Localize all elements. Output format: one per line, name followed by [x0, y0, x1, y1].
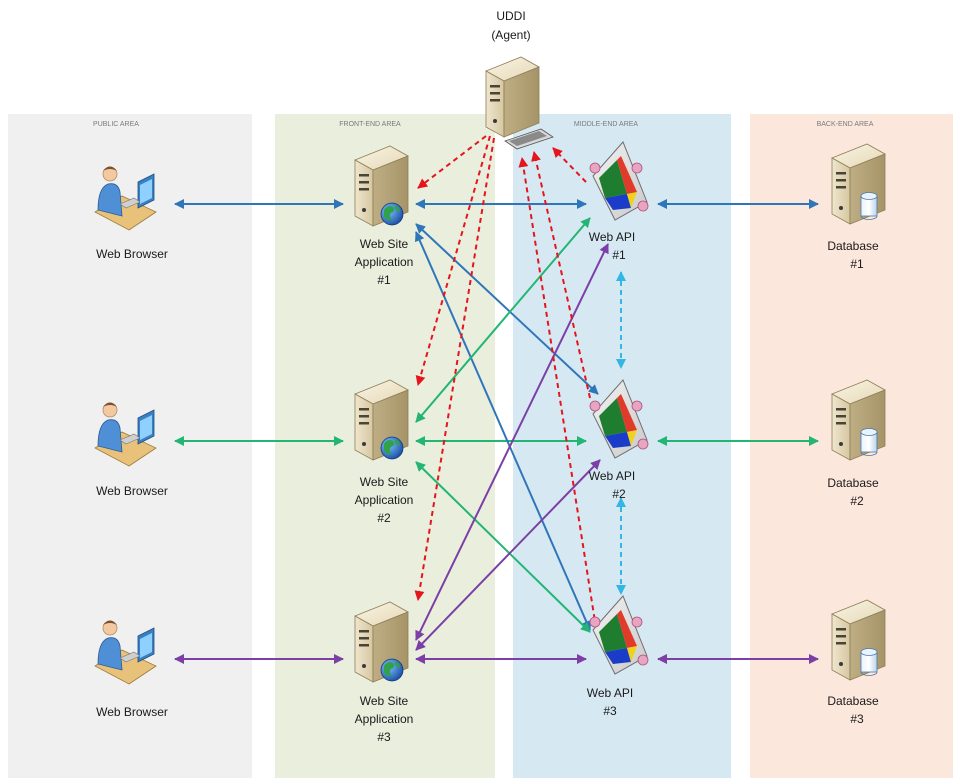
database-server-3 [831, 599, 886, 681]
database-label-1: Database [827, 239, 879, 253]
web-api-number-3: #3 [603, 704, 617, 718]
site-3-to-api-2-link [415, 459, 601, 651]
web-site-application-server-3 [354, 601, 409, 683]
database-cylinder-icon [860, 648, 878, 676]
web-api-number-2: #2 [612, 487, 626, 501]
database-number-1: #1 [850, 257, 864, 271]
globe-icon [380, 436, 404, 460]
database-server-2 [831, 379, 886, 461]
web-site-label-1: Web Site [360, 237, 409, 251]
database-server-1 [831, 143, 886, 225]
database-cylinder-icon [860, 192, 878, 220]
monitor-icon [137, 627, 155, 663]
web-site-sublabel-3: Application [355, 712, 414, 726]
web-api-number-1: #1 [612, 248, 626, 262]
front-end-area-title: FRONT-END AREA [339, 121, 401, 128]
web-site-sublabel-2: Application [355, 493, 414, 507]
database-cylinder-icon [860, 428, 878, 456]
user-icon [97, 620, 123, 671]
web-site-application-server-2 [354, 379, 409, 461]
database-label-3: Database [827, 694, 879, 708]
nodes [94, 56, 886, 685]
labels: UDDI (Agent) Web Browser Web Browser Web… [96, 9, 879, 744]
uddi-to-site-3-link [414, 137, 495, 601]
web-api-label-1: Web API [589, 230, 635, 244]
web-site-number-3: #3 [377, 730, 391, 744]
database-label-2: Database [827, 476, 879, 490]
web-site-number-1: #1 [377, 273, 391, 287]
web-site-application-server-1 [354, 145, 409, 227]
api-2-to-uddi-link [531, 151, 591, 399]
web-api-label-2: Web API [589, 469, 635, 483]
uddi-label: UDDI [496, 9, 525, 23]
api-1-to-uddi-link [552, 147, 587, 183]
web-site-label-3: Web Site [360, 694, 409, 708]
uddi-agent-server [485, 56, 554, 150]
web-browser-label-3: Web Browser [96, 705, 168, 719]
web-browser-label-2: Web Browser [96, 484, 168, 498]
keyboard-icon [504, 128, 554, 150]
api-3-to-uddi-link [518, 157, 597, 629]
monitor-icon [137, 409, 155, 445]
database-number-2: #2 [850, 494, 864, 508]
web-browser-2 [94, 402, 157, 467]
web-api-3 [589, 595, 649, 675]
database-number-3: #3 [850, 712, 864, 726]
user-icon [97, 402, 123, 453]
uddi-to-site-2-link [415, 135, 491, 386]
globe-icon [380, 658, 404, 682]
web-browser-3 [94, 620, 157, 685]
uddi-sublabel: (Agent) [491, 28, 530, 42]
web-browser-1 [94, 166, 157, 231]
web-site-number-2: #2 [377, 511, 391, 525]
connections [174, 135, 819, 664]
middle-end-area-title: MIDDLE-END AREA [574, 121, 639, 128]
back-end-area-title: BACK-END AREA [817, 121, 874, 128]
monitor-icon [137, 173, 155, 209]
public-area-title: PUBLIC AREA [93, 121, 139, 128]
web-api-label-3: Web API [587, 686, 633, 700]
web-site-sublabel-1: Application [355, 255, 414, 269]
web-api-2 [589, 379, 649, 459]
web-browser-label-1: Web Browser [96, 247, 168, 261]
globe-icon [380, 202, 404, 226]
user-icon [97, 166, 123, 217]
web-site-label-2: Web Site [360, 475, 409, 489]
web-api-1 [589, 141, 649, 221]
